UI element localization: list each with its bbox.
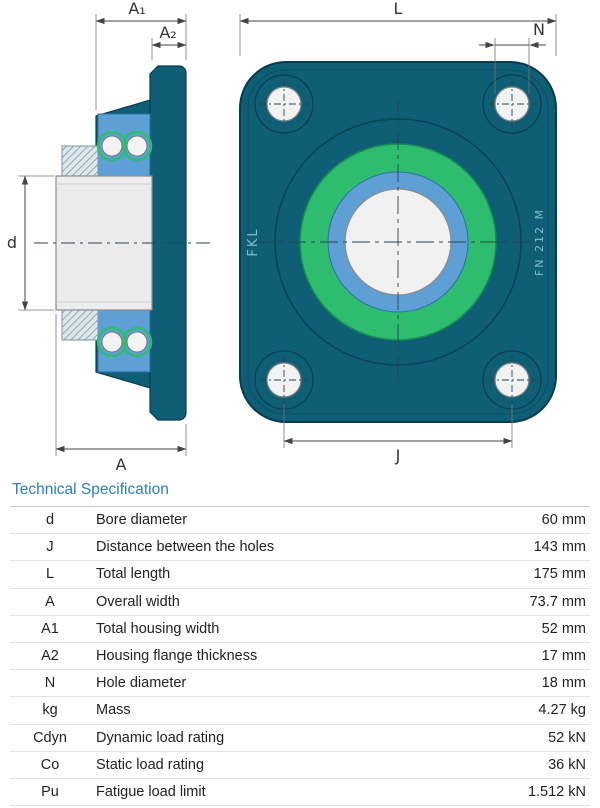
dimension-a1: A₁ — [95, 0, 187, 110]
spec-value: 36 kN — [548, 756, 586, 773]
technical-drawing: A₁ A₂ d A — [7, 0, 557, 472]
spec-symbol: kg — [42, 702, 58, 719]
ball — [126, 331, 148, 353]
locking-collar-top — [61, 145, 99, 177]
spec-title: Technical Specification — [10, 472, 590, 507]
model-text: FN 212 M — [533, 208, 546, 276]
side-view: A₁ A₂ d A — [7, 0, 210, 472]
spec-symbol: N — [44, 675, 56, 692]
spec-symbol: J — [46, 539, 54, 556]
table-row: A1 Total housing width 52 mm — [10, 616, 590, 643]
ball — [126, 135, 148, 157]
spec-symbol: Co — [40, 756, 60, 773]
spec-value: 17 mm — [541, 648, 586, 665]
spec-label: Hole diameter — [96, 675, 187, 692]
spec-value: 60 mm — [541, 512, 586, 529]
label-a: A — [116, 455, 127, 472]
side-flange-plate — [149, 65, 187, 421]
spec-label: Distance between the holes — [96, 539, 275, 556]
cage-ring — [96, 326, 128, 358]
spec-symbol: A — [45, 593, 55, 610]
bolt-holes — [254, 74, 542, 410]
spec-symbol: Pu — [41, 783, 59, 800]
spec-label: Static load rating — [96, 756, 205, 773]
dimension-j: J — [283, 404, 513, 465]
spec-value: 175 mm — [533, 566, 586, 583]
spec-symbol: L — [45, 566, 55, 583]
table-row: Co Static load rating 36 kN — [10, 752, 590, 779]
hole-crosshairs — [259, 79, 537, 405]
front-view: FKL FN 212 M L N J — [239, 0, 557, 465]
ball — [101, 331, 123, 353]
spec-symbol: d — [45, 512, 55, 529]
spec-symbol: A1 — [41, 620, 59, 637]
spec-value: 4.27 kg — [538, 702, 586, 719]
spec-value: 52 kN — [548, 729, 586, 746]
table-row: kg Mass 4.27 kg — [10, 697, 590, 725]
spec-label: Bore diameter — [96, 512, 188, 529]
spec-label: Total housing width — [96, 620, 220, 637]
center-crosshair — [256, 100, 540, 384]
label-d: d — [7, 233, 17, 252]
brand-text: FKL — [246, 227, 261, 256]
label-l: L — [394, 0, 403, 18]
spec-label: Fatigue load limit — [96, 783, 206, 800]
cage-ring — [121, 130, 153, 162]
spec-label: Dynamic load rating — [96, 729, 225, 746]
flange-inner-edge — [247, 69, 549, 415]
spec-value: 52 mm — [541, 620, 586, 637]
dimension-d: d — [7, 175, 54, 311]
spec-value: 1.512 kN — [527, 783, 586, 800]
table-row: d Bore diameter 60 mm — [10, 507, 590, 535]
table-row: A Overall width 73.7 mm — [10, 589, 590, 616]
table-row: L Total length 175 mm — [10, 561, 590, 589]
spec-label: Total length — [96, 566, 171, 583]
ball — [101, 135, 123, 157]
spec-symbol: A2 — [41, 648, 59, 665]
spec-value: 73.7 mm — [529, 593, 586, 610]
label-n: N — [533, 20, 545, 39]
table-row: Cdyn Dynamic load rating 52 kN — [10, 725, 590, 752]
dimension-a: A — [55, 314, 187, 472]
spec-label: Housing flange thickness — [96, 648, 258, 665]
spec-table: Technical Specification d Bore diameter … — [0, 472, 600, 807]
drawing-svg: A₁ A₂ d A — [7, 0, 557, 472]
spec-label: Overall width — [96, 593, 180, 610]
locking-collar-bottom — [61, 309, 99, 341]
dimension-l: L — [239, 0, 557, 56]
spec-value: 18 mm — [541, 675, 586, 692]
cage-ring — [96, 130, 128, 162]
table-row: A2 Housing flange thickness 17 mm — [10, 643, 590, 671]
table-row: N Hole diameter 18 mm — [10, 670, 590, 698]
spec-symbol: Cdyn — [33, 729, 67, 746]
spec-label: Mass — [96, 702, 131, 719]
dimension-n: N — [479, 20, 546, 94]
dimension-a2: A₂ — [151, 23, 187, 60]
spec-value: 143 mm — [533, 539, 586, 556]
table-row: J Distance between the holes 143 mm — [10, 534, 590, 562]
label-a2: A₂ — [159, 23, 176, 42]
cage-ring — [121, 326, 153, 358]
table-row: Pu Fatigue load limit 1.512 kN — [10, 779, 590, 807]
label-j: J — [395, 446, 401, 465]
label-a1: A₁ — [128, 0, 145, 18]
